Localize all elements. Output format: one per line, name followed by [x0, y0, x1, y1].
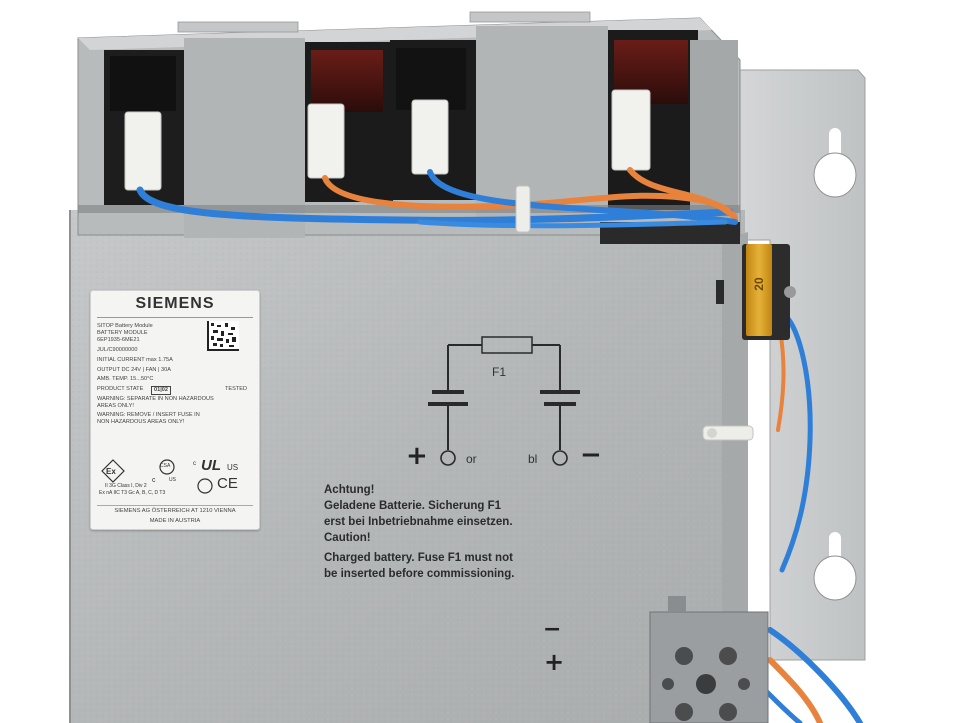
notice-line-de: erst bei Inbetriebnahme einsetzen. [324, 516, 513, 528]
fuse-rating: 20 [752, 277, 766, 291]
plus-symbol: + [406, 441, 428, 471]
hazloc-rating-2: Ex nA IIC T3 Gc A, B, C, D T3 [99, 490, 166, 496]
csa-c-mark: c [152, 477, 156, 484]
label-warning-line: WARNING: SEPARATE IN NON HAZARDOUS [97, 396, 214, 402]
notice-line-en: be inserted before commissioning. [324, 568, 515, 580]
hazloc-rating: II 3G Class I, Div 2 [105, 483, 147, 489]
notice-line-de: Geladene Batterie. Sicherung F1 [324, 500, 502, 512]
label-warning-line: WARNING: REMOVE / INSERT FUSE IN [97, 412, 200, 418]
fuse-holder [742, 244, 796, 340]
brand-name: SIEMENS [135, 295, 215, 312]
notice-line-en: Charged battery. Fuse F1 must not [324, 552, 513, 564]
label-spec-line: BATTERY MODULE [97, 330, 148, 336]
datamatrix-code [207, 321, 239, 351]
product-label: SIEMENS SITOP Battery Module BATTERY MOD… [90, 290, 260, 530]
product-state-box: 01|02 [151, 386, 172, 395]
ul-mark: UL [201, 457, 221, 474]
made-in: MADE IN AUSTRIA [149, 518, 201, 524]
label-spec-line: OUTPUT DC 24V | FAN | 30A [97, 367, 171, 373]
keyhole-slot-top [813, 128, 857, 198]
atex-mark-text: Ex [106, 467, 116, 476]
cable-tie-side [702, 425, 754, 441]
label-spec-line: AMB. TEMP. 15...50°C [97, 376, 154, 382]
csa-icon [159, 459, 175, 475]
minus-symbol: − [580, 440, 602, 470]
keyhole-slot-bottom [813, 532, 857, 601]
bl-text: bl [528, 452, 538, 466]
label-warning-line: AREAS ONLY! [97, 403, 134, 409]
terminal-minus: − [543, 617, 562, 642]
battery-circuit-diagram [428, 336, 580, 466]
label-spec-line: SITOP Battery Module [97, 323, 153, 329]
battery-wiring [136, 167, 863, 723]
ul-listed-icon [197, 478, 213, 494]
mounting-bracket [737, 69, 866, 661]
fuse-label: F1 [492, 365, 507, 379]
ul-us-mark: US [227, 463, 239, 472]
notice-heading-en: Caution! [324, 532, 371, 544]
label-spec-line: 6EP1935-6ME21 [97, 337, 140, 343]
label-spec-line: INITIAL CURRENT max 1.75A [97, 357, 173, 363]
notice-heading-de: Achtung! [324, 484, 375, 496]
atex-icon [101, 459, 125, 483]
terminal-plus: + [544, 648, 565, 676]
tested-mark: TESTED [225, 386, 248, 392]
csa-us-mark: US [169, 477, 176, 483]
label-warning-line: NON HAZARDOUS AREAS ONLY! [97, 419, 185, 425]
ul-c-mark: c [193, 461, 196, 467]
label-divider [97, 317, 253, 318]
label-spec-line: PRODUCT STATE [97, 386, 144, 392]
cable-tie-top [515, 185, 531, 233]
ce-mark: CE [217, 475, 238, 492]
certification-marks: Ex CSA c US UL c US CE II 3G Class I, Di… [97, 457, 253, 497]
manufacturer-address: SIEMENS AG ÖSTERREICH AT 1210 VIENNA [97, 505, 253, 514]
label-spec-line: JUL/C90000000 [97, 347, 138, 353]
terminal-block [649, 596, 769, 723]
or-text: or [466, 452, 477, 466]
csa-mark-text: CSA [160, 463, 171, 469]
cable-connectors [124, 89, 651, 191]
